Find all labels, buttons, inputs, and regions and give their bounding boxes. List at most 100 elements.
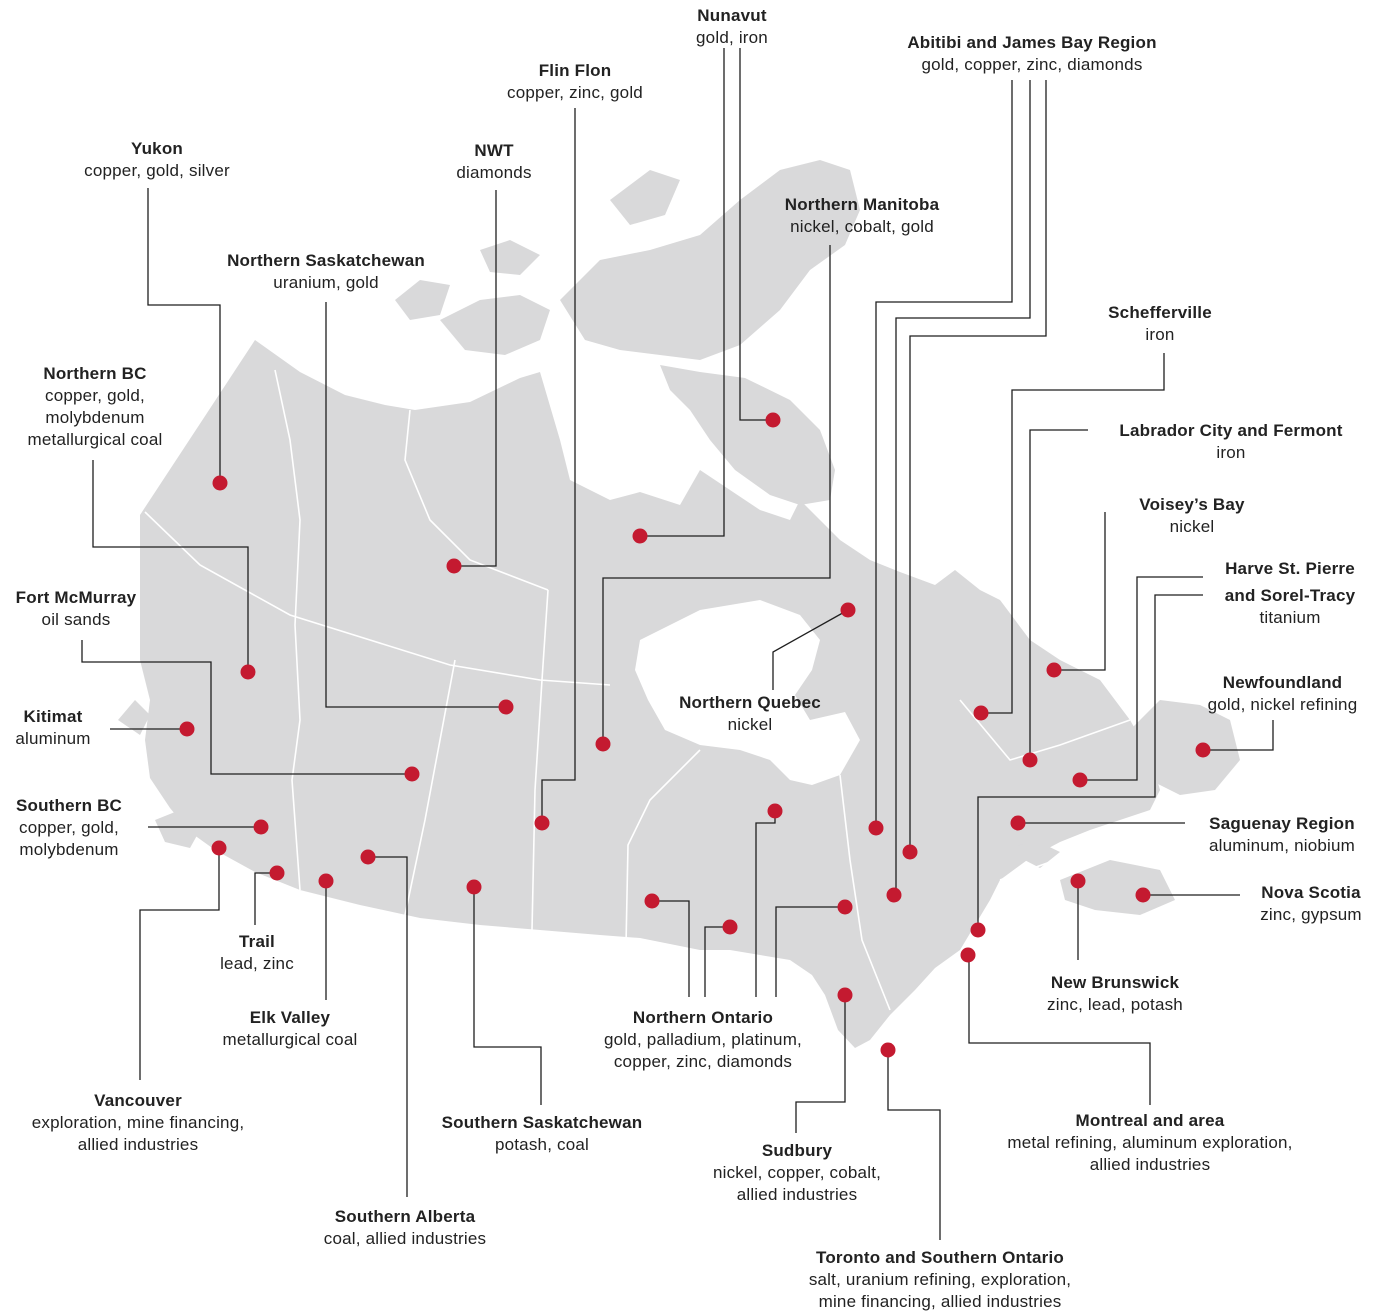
region-minerals: nickel, cobalt, gold <box>790 217 934 236</box>
region-name: Newfoundland <box>1222 673 1343 692</box>
marker-vancouver <box>211 840 227 856</box>
leader-newfoundland <box>1203 720 1274 751</box>
region-name: Flin Flon <box>538 61 612 80</box>
region-minerals: lead, zinc <box>220 954 294 973</box>
label-yukon: Yukon copper, gold, silver <box>52 138 262 182</box>
marker-nman <box>595 736 611 752</box>
label-newfoundland: Newfoundland gold, nickel refining <box>1180 672 1385 716</box>
marker-ssask <box>466 879 482 895</box>
marker-montreal <box>960 947 976 963</box>
leader-harve-2 <box>977 594 1203 930</box>
region-name: Yukon <box>130 139 183 158</box>
landmass <box>118 160 1240 1048</box>
label-trail: Trail lead, zinc <box>196 931 318 975</box>
label-nbc: Northern BC copper, gold, molybdenum met… <box>0 363 190 451</box>
leader-nquebec <box>772 609 849 690</box>
label-sbc: Southern BC copper, gold, molybdenum <box>0 795 138 861</box>
region-name: Kitimat <box>23 707 83 726</box>
label-kitimat: Kitimat aluminum <box>0 706 106 750</box>
region-minerals: copper, gold, molybdenum <box>19 818 119 859</box>
leader-sudbury <box>795 995 846 1133</box>
region-minerals: metal refining, aluminum exploration, al… <box>1007 1133 1293 1174</box>
region-minerals: gold, palladium, platinum, copper, zinc,… <box>604 1030 802 1071</box>
marker-kitimat <box>179 721 195 737</box>
marker-abitibi-1 <box>868 820 884 836</box>
region-minerals: copper, gold, molybdenum metallurgical c… <box>27 386 163 449</box>
leader-nunavut <box>739 48 772 421</box>
marker-trail <box>269 865 285 881</box>
label-fortmc: Fort McMurray oil sands <box>0 587 152 631</box>
leader-abitibi-2 <box>895 80 1031 895</box>
leader-harve-1 <box>1080 576 1203 781</box>
region-minerals: titanium <box>1259 608 1321 627</box>
region-minerals: exploration, mine financing, allied indu… <box>31 1113 245 1154</box>
marker-harve-sorel <box>970 922 986 938</box>
leader-salberta <box>368 856 408 1197</box>
label-schefferville: Schefferville iron <box>1080 302 1240 346</box>
leader-vancouver <box>139 848 220 1080</box>
region-name: Trail <box>239 932 275 951</box>
region-minerals: aluminum, niobium <box>1208 836 1356 855</box>
region-minerals: copper, gold, silver <box>84 161 230 180</box>
label-saguenay: Saguenay Region aluminum, niobium <box>1182 813 1382 857</box>
region-name: Abitibi and James Bay Region <box>907 33 1157 52</box>
marker-nunavut-east <box>765 412 781 428</box>
marker-salberta <box>360 849 376 865</box>
marker-abitibi-3 <box>886 887 902 903</box>
marker-saguenay <box>1010 815 1026 831</box>
region-name: Toronto and Southern Ontario <box>816 1248 1064 1267</box>
marker-nunavut-west <box>632 528 648 544</box>
leader-nontario-4 <box>775 906 845 997</box>
leader-nman <box>602 245 831 744</box>
leader-lines <box>81 48 1274 1240</box>
region-minerals: coal, allied industries <box>323 1229 487 1248</box>
marker-newbrunswick <box>1070 873 1086 889</box>
marker-nontario-1 <box>644 893 660 909</box>
leader-abitibi-1 <box>875 80 1013 828</box>
region-name: Labrador City and Fermont <box>1119 421 1343 440</box>
region-minerals: gold, copper, zinc, diamonds <box>921 55 1143 74</box>
label-salberta: Southern Alberta coal, allied industries <box>290 1206 520 1250</box>
label-toronto: Toronto and Southern Ontario salt, urani… <box>760 1247 1120 1313</box>
markers <box>179 412 1211 1058</box>
marker-nquebec <box>840 602 856 618</box>
region-name: Fort McMurray <box>15 588 137 607</box>
marker-voisey <box>1046 662 1062 678</box>
region-name: NWT <box>474 141 514 160</box>
region-name: Northern BC <box>43 364 147 383</box>
region-name: New Brunswick <box>1050 973 1180 992</box>
region-minerals: nickel <box>1169 517 1215 536</box>
marker-sbc <box>253 819 269 835</box>
label-nquebec: Northern Quebec nickel <box>655 692 845 736</box>
leader-labrador <box>1029 429 1088 760</box>
label-newbrunswick: New Brunswick zinc, lead, potash <box>1010 972 1220 1016</box>
label-abitibi: Abitibi and James Bay Region gold, coppe… <box>862 32 1202 76</box>
region-name: Southern Saskatchewan <box>441 1113 643 1132</box>
label-nman: Northern Manitoba nickel, cobalt, gold <box>742 194 982 238</box>
marker-nbc <box>240 664 256 680</box>
region-minerals: copper, zinc, gold <box>507 83 643 102</box>
leader-voisey <box>1055 512 1106 671</box>
label-novascotia: Nova Scotia zinc, gypsum <box>1234 882 1388 926</box>
marker-fortmc <box>404 766 420 782</box>
label-sudbury: Sudbury nickel, copper, cobalt, allied i… <box>682 1140 912 1206</box>
region-minerals: oil sands <box>41 610 111 629</box>
leader-abitibi-3 <box>909 80 1047 852</box>
label-harve: Harve St. Pierre and Sorel-Tracy titaniu… <box>1200 555 1380 627</box>
leader-nwt <box>455 190 497 567</box>
marker-nontario-4 <box>837 899 853 915</box>
region-minerals: iron <box>1145 325 1175 344</box>
region-minerals: nickel, copper, cobalt, allied industrie… <box>712 1163 882 1204</box>
leader-yukon <box>147 188 221 483</box>
region-name: Vancouver <box>94 1091 182 1110</box>
region-name: Voisey’s Bay <box>1139 495 1245 514</box>
label-flinflon: Flin Flon copper, zinc, gold <box>465 60 685 104</box>
region-minerals: uranium, gold <box>273 273 379 292</box>
leader-nbc <box>92 460 249 672</box>
region-name: Southern Alberta <box>334 1207 476 1226</box>
leader-nontario-1 <box>652 900 690 997</box>
marker-yukon <box>212 475 228 491</box>
region-name: Northern Saskatchewan <box>227 251 425 270</box>
marker-toronto <box>880 1042 896 1058</box>
region-minerals: nickel <box>727 715 773 734</box>
